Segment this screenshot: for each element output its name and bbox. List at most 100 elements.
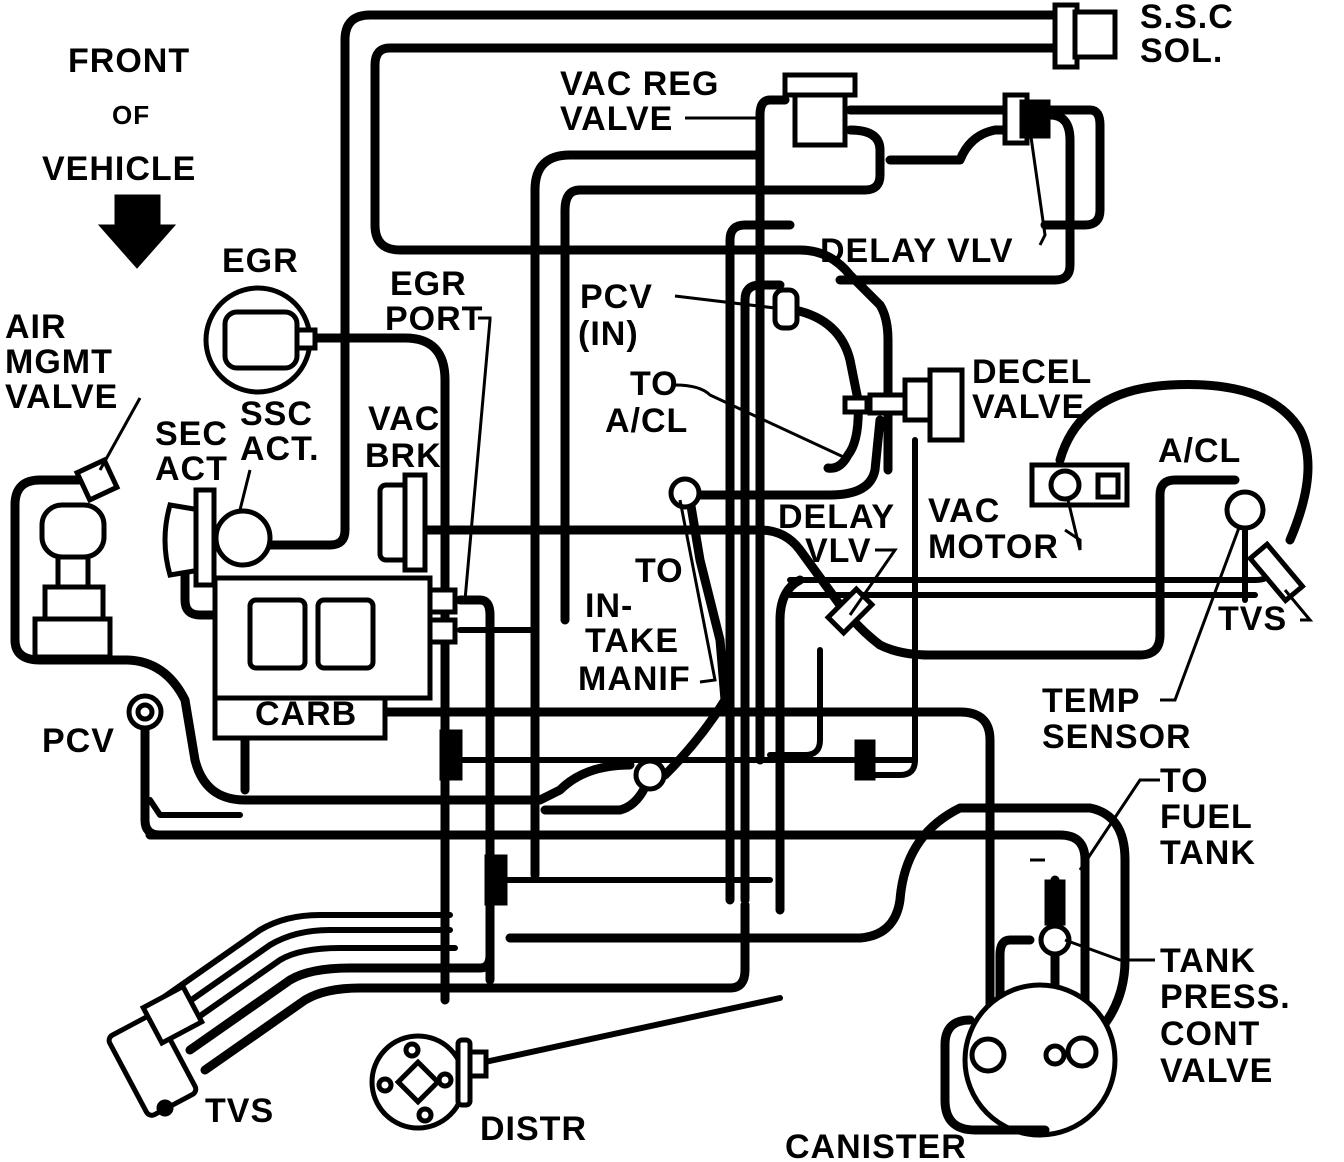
- label-to-intake-1: TO: [635, 552, 684, 590]
- label-canister: CANISTER: [785, 1128, 967, 1162]
- label-tank-press-2: PRESS.: [1160, 978, 1291, 1016]
- hose-sec-act: [180, 555, 225, 620]
- label-of: OF: [112, 100, 150, 130]
- hose-canister-outer: [505, 803, 1130, 1035]
- front-arrow-icon: [97, 194, 177, 269]
- label-to-fuel-2: FUEL: [1160, 798, 1253, 836]
- ssc-solenoid: [1052, 2, 1118, 70]
- label-to-intake-3: TAKE: [585, 622, 679, 660]
- label-ssc-sol-2: SOL.: [1140, 32, 1223, 70]
- hose-bundle-1: [157, 912, 453, 1003]
- label-air-mgmt-3: VALVE: [5, 378, 118, 416]
- vacuum-hoses: [10, 10, 1272, 1075]
- hose-egr: [310, 333, 450, 1005]
- label-front: FRONT: [68, 42, 190, 80]
- label-decel-1: DECEL: [972, 353, 1092, 391]
- label-carb: CARB: [255, 695, 357, 733]
- hose-center-vertical-b: [740, 280, 785, 905]
- sec-actuator: [162, 487, 217, 588]
- hose-distributor: [482, 995, 783, 1065]
- label-pcv: PCV: [42, 722, 115, 760]
- hose-bundle-3: [177, 945, 458, 1033]
- hose-center-vertical-a: [725, 220, 795, 905]
- label-delay-vlv-mid-2: VLV: [805, 532, 872, 570]
- label-sec-act-2: ACT: [155, 450, 228, 488]
- label-vac-reg-2: VALVE: [560, 100, 673, 138]
- label-to-fuel-1: TO: [1160, 762, 1209, 800]
- hose-vac-reg-lower: [560, 125, 885, 625]
- hose-bundle-5: [200, 900, 750, 1075]
- label-vac-motor-1: VAC: [928, 492, 1000, 530]
- hose-vac-brk: [420, 475, 1240, 660]
- label-tvs-bottom: TVS: [205, 1092, 274, 1130]
- label-to-acl-1: TO: [630, 365, 679, 403]
- tvs-bottom-switch: [106, 983, 206, 1118]
- pcv-valve: [126, 693, 164, 731]
- label-vac-brk-2: BRK: [365, 437, 442, 475]
- label-to-intake-4: MANIF: [578, 660, 691, 698]
- hose-manif-a: [775, 575, 805, 915]
- hose-pcv-in: [790, 305, 863, 473]
- ssc-actuator: [213, 508, 273, 568]
- hose-bundle-2: [167, 927, 453, 1018]
- hose-egr-port: [455, 595, 495, 985]
- vac-reg-valve: [782, 72, 858, 148]
- label-air-mgmt-1: AIR: [5, 308, 67, 346]
- hose-vac-reg-left: [755, 95, 790, 765]
- hose-vac-reg-mid: [885, 125, 1020, 165]
- label-to-fuel-3: TANK: [1160, 834, 1256, 872]
- label-sec-act-1: SEC: [155, 415, 228, 453]
- label-vehicle: VEHICLE: [42, 150, 196, 188]
- label-to-acl-2: A/CL: [605, 402, 688, 440]
- label-to-intake-2: IN-: [585, 587, 633, 625]
- label-egr-port-1: EGR: [390, 265, 467, 303]
- label-pcv-in-2: (IN): [578, 315, 639, 353]
- hose-ssc-solenoid-outer: [263, 10, 1065, 550]
- label-ssc-act-1: SSC: [240, 395, 313, 433]
- label-tank-press-3: CONT: [1160, 1015, 1260, 1053]
- hose-to-acl-lower: [685, 415, 885, 500]
- delay-valve-top: [1002, 92, 1051, 146]
- label-delay-vlv-top: DELAY VLV: [820, 232, 1014, 270]
- label-air-mgmt-2: MGMT: [5, 343, 113, 381]
- hose-pcv: [140, 720, 165, 840]
- air-cleaner: [1029, 380, 1313, 545]
- hose-pcv-inner: [147, 797, 243, 818]
- label-tank-press-1: TANK: [1160, 942, 1256, 980]
- label-tank-press-4: VALVE: [1160, 1052, 1273, 1090]
- label-vac-motor-2: MOTOR: [928, 528, 1059, 566]
- hose-intake-manif: [660, 495, 730, 780]
- pcv-in-fitting: [772, 287, 800, 331]
- label-temp-sensor-1: TEMP: [1042, 682, 1140, 720]
- hose-bundle-4: [185, 950, 495, 1055]
- egr-valve: [203, 285, 318, 395]
- label-delay-vlv-mid-1: DELAY: [778, 498, 895, 536]
- hose-left-vertical-a: [530, 150, 765, 880]
- hose-air-mgmt: [10, 475, 635, 805]
- vac-brake: [377, 472, 428, 573]
- canister: [940, 879, 1118, 1138]
- tvs-right-switch: [1246, 540, 1306, 605]
- label-vac-brk-1: VAC: [368, 400, 440, 438]
- hose-vac-reg-right: [845, 105, 1105, 230]
- hose-ssc-solenoid-inner: [370, 43, 1065, 475]
- label-acl: A/CL: [1158, 432, 1241, 470]
- label-ssc-sol-1: S.S.C: [1140, 0, 1234, 36]
- label-tvs-right: TVS: [1218, 600, 1287, 638]
- label-distr: DISTR: [480, 1110, 587, 1148]
- diagram-labels: FRONT OF VEHICLE S.S.C SOL. VAC REG VALV…: [5, 0, 1291, 1162]
- label-decel-2: VALVE: [972, 388, 1085, 426]
- label-ssc-act-2: ACT.: [240, 430, 320, 468]
- air-mgmt-valve: [32, 456, 121, 660]
- label-pcv-in-1: PCV: [580, 278, 653, 316]
- hose-tank-press-b: [995, 935, 1035, 1065]
- label-egr-port-2: PORT: [385, 300, 483, 338]
- hose-delay-vlv-top: [835, 110, 1075, 285]
- distributor: [369, 1033, 489, 1131]
- label-vac-reg-1: VAC REG: [560, 65, 719, 103]
- leader-lines: [98, 116, 1314, 962]
- label-temp-sensor-2: SENSOR: [1042, 718, 1192, 756]
- hose-carb-to-canister: [380, 707, 995, 1055]
- label-egr: EGR: [222, 242, 299, 280]
